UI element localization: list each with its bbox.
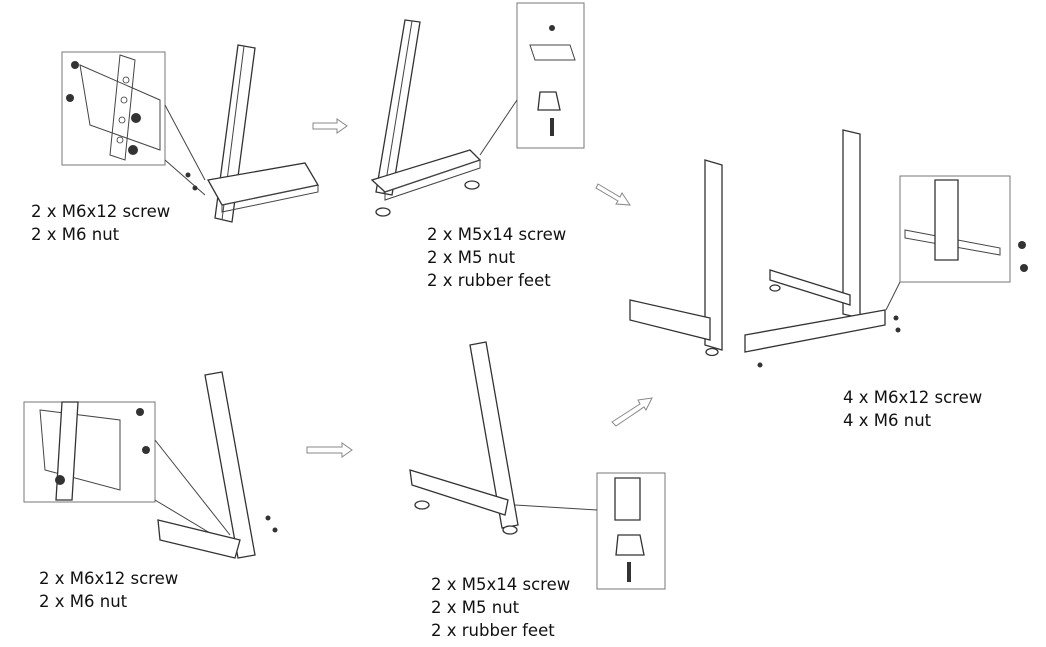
upright-rail-top-mid — [375, 19, 421, 196]
caption-step-top-left: 2 x M6x12 screw 2 x M6 nut — [31, 200, 170, 246]
rubber-foot-icon — [375, 207, 391, 217]
caption-line: 2 x M6x12 screw — [31, 202, 171, 221]
caption-line: 4 x M6 nut — [843, 411, 932, 430]
caption-line: 2 x M6 nut — [31, 225, 120, 244]
arrow-step-2-to-3 — [595, 183, 631, 206]
rubber-foot-icon — [414, 500, 430, 510]
caption-line: 2 x M5 nut — [427, 248, 516, 267]
base-foot-bottom-left — [157, 519, 241, 559]
upright-rail-bottom-mid — [469, 341, 519, 529]
arrow-step-5-to-3 — [611, 397, 653, 427]
upright-rail-right-front — [704, 159, 723, 351]
detail-inset-bottom-left — [23, 401, 156, 503]
step-top-mid-illustration — [370, 2, 585, 217]
rubber-foot-icon — [502, 525, 518, 535]
caption-step-top-mid: 2 x M5x14 screw 2 x M5 nut 2 x rubber fe… — [427, 223, 566, 292]
caption-line: 2 x M6 nut — [39, 592, 128, 611]
caption-line: 2 x rubber feet — [431, 621, 555, 640]
caption-step-bottom-left: 2 x M6x12 screw 2 x M6 nut — [39, 567, 178, 613]
caption-step-right: 4 x M6x12 screw 4 x M6 nut — [843, 386, 982, 432]
base-foot-top-mid — [370, 149, 482, 201]
arrow-step-4-to-5 — [306, 442, 353, 458]
arrow-step-1-to-2 — [312, 118, 348, 134]
upright-rail-right-back — [842, 129, 861, 319]
inset-bracket-top-left — [66, 54, 161, 161]
step-bottom-mid-illustration — [409, 341, 666, 590]
base-foot-bottom-mid — [409, 469, 509, 516]
base-foot-top-left — [206, 162, 320, 213]
upright-rail-bottom-left — [204, 371, 256, 559]
step-bottom-left-illustration — [23, 371, 278, 559]
detail-inset-top-left — [61, 51, 166, 166]
step-top-left-illustration — [61, 44, 320, 223]
step-right-illustration — [629, 129, 1028, 368]
caption-step-bottom-mid: 2 x M5x14 screw 2 x M5 nut 2 x rubber fe… — [431, 573, 570, 642]
caption-line: 2 x M6x12 screw — [39, 569, 179, 588]
caption-line: 4 x M6x12 screw — [843, 388, 983, 407]
caption-line: 2 x rubber feet — [427, 271, 551, 290]
rubber-foot-icon — [464, 180, 480, 190]
caption-line: 2 x M5x14 screw — [431, 575, 571, 594]
caption-line: 2 x M5x14 screw — [427, 225, 567, 244]
caption-line: 2 x M5 nut — [431, 598, 520, 617]
